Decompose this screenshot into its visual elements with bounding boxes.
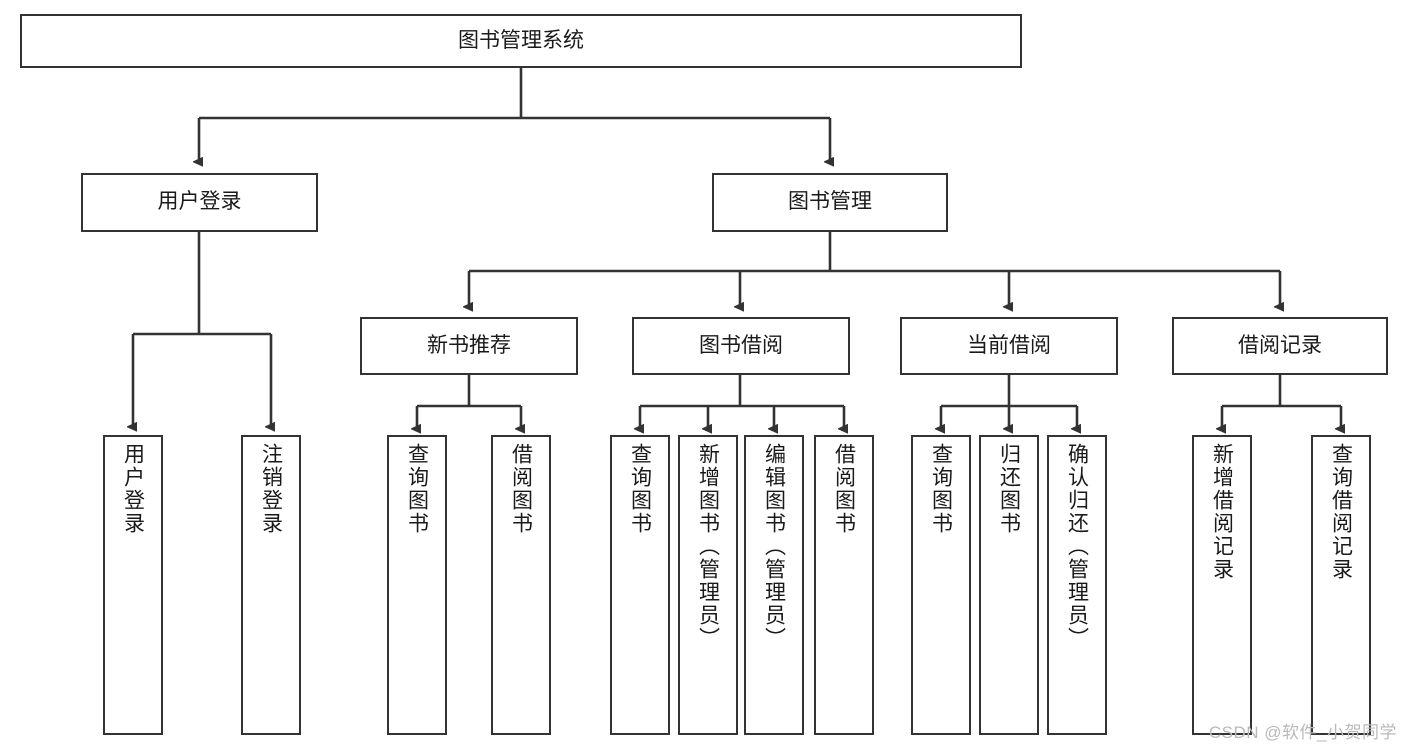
node-label: 用户登录 <box>157 190 242 214</box>
node-book-borrow[interactable]: 图书借阅 <box>632 317 850 375</box>
node-label: 查询借阅记录 <box>1329 443 1353 581</box>
node-label: 新增借阅记录 <box>1210 443 1234 581</box>
node-label: 归还图书 <box>997 443 1021 535</box>
node-label: 查询图书 <box>929 443 953 535</box>
node-root-system[interactable]: 图书管理系统 <box>20 14 1022 68</box>
leaf-user-login-login[interactable]: 用户登录 <box>103 435 163 735</box>
leaf-current-confirm-return[interactable]: 确认归还（管理员） <box>1047 435 1107 735</box>
node-label: 图书管理系统 <box>458 28 584 52</box>
node-label: 查询图书 <box>405 443 429 535</box>
node-label: 借阅图书 <box>832 443 856 535</box>
leaf-current-query-book[interactable]: 查询图书 <box>911 435 971 735</box>
node-borrow-record[interactable]: 借阅记录 <box>1172 317 1388 375</box>
leaf-borrow-edit-book[interactable]: 编辑图书（管理员） <box>744 435 804 735</box>
leaf-record-add-record[interactable]: 新增借阅记录 <box>1192 435 1252 735</box>
node-label: 图书借阅 <box>699 333 783 357</box>
leaf-current-return-book[interactable]: 归还图书 <box>979 435 1039 735</box>
node-book-management[interactable]: 图书管理 <box>712 173 948 232</box>
node-label: 查询图书 <box>628 443 652 535</box>
node-label: 新书推荐 <box>427 333 511 357</box>
node-user-login[interactable]: 用户登录 <box>81 173 318 232</box>
node-new-book-recommend[interactable]: 新书推荐 <box>360 317 578 375</box>
node-label: 当前借阅 <box>967 333 1051 357</box>
leaf-borrow-query-book[interactable]: 查询图书 <box>610 435 670 735</box>
leaf-user-login-logout[interactable]: 注销登录 <box>241 435 301 735</box>
leaf-borrow-add-book[interactable]: 新增图书（管理员） <box>678 435 738 735</box>
node-label: 借阅图书 <box>509 443 533 535</box>
node-label: 编辑图书（管理员） <box>762 443 786 650</box>
node-label: 确认归还（管理员） <box>1065 443 1089 650</box>
leaf-new-book-borrow[interactable]: 借阅图书 <box>491 435 551 735</box>
leaf-record-query-record[interactable]: 查询借阅记录 <box>1311 435 1371 735</box>
node-label: 新增图书（管理员） <box>696 443 720 650</box>
node-label: 用户登录 <box>121 443 145 535</box>
leaf-new-book-query[interactable]: 查询图书 <box>387 435 447 735</box>
node-label: 图书管理 <box>788 190 872 214</box>
leaf-borrow-borrow-book[interactable]: 借阅图书 <box>814 435 874 735</box>
node-current-borrow[interactable]: 当前借阅 <box>900 317 1118 375</box>
node-label: 注销登录 <box>259 443 283 535</box>
csdn-watermark: CSDN @软件_小贺同学 <box>1208 723 1397 742</box>
node-label: 借阅记录 <box>1238 333 1322 357</box>
